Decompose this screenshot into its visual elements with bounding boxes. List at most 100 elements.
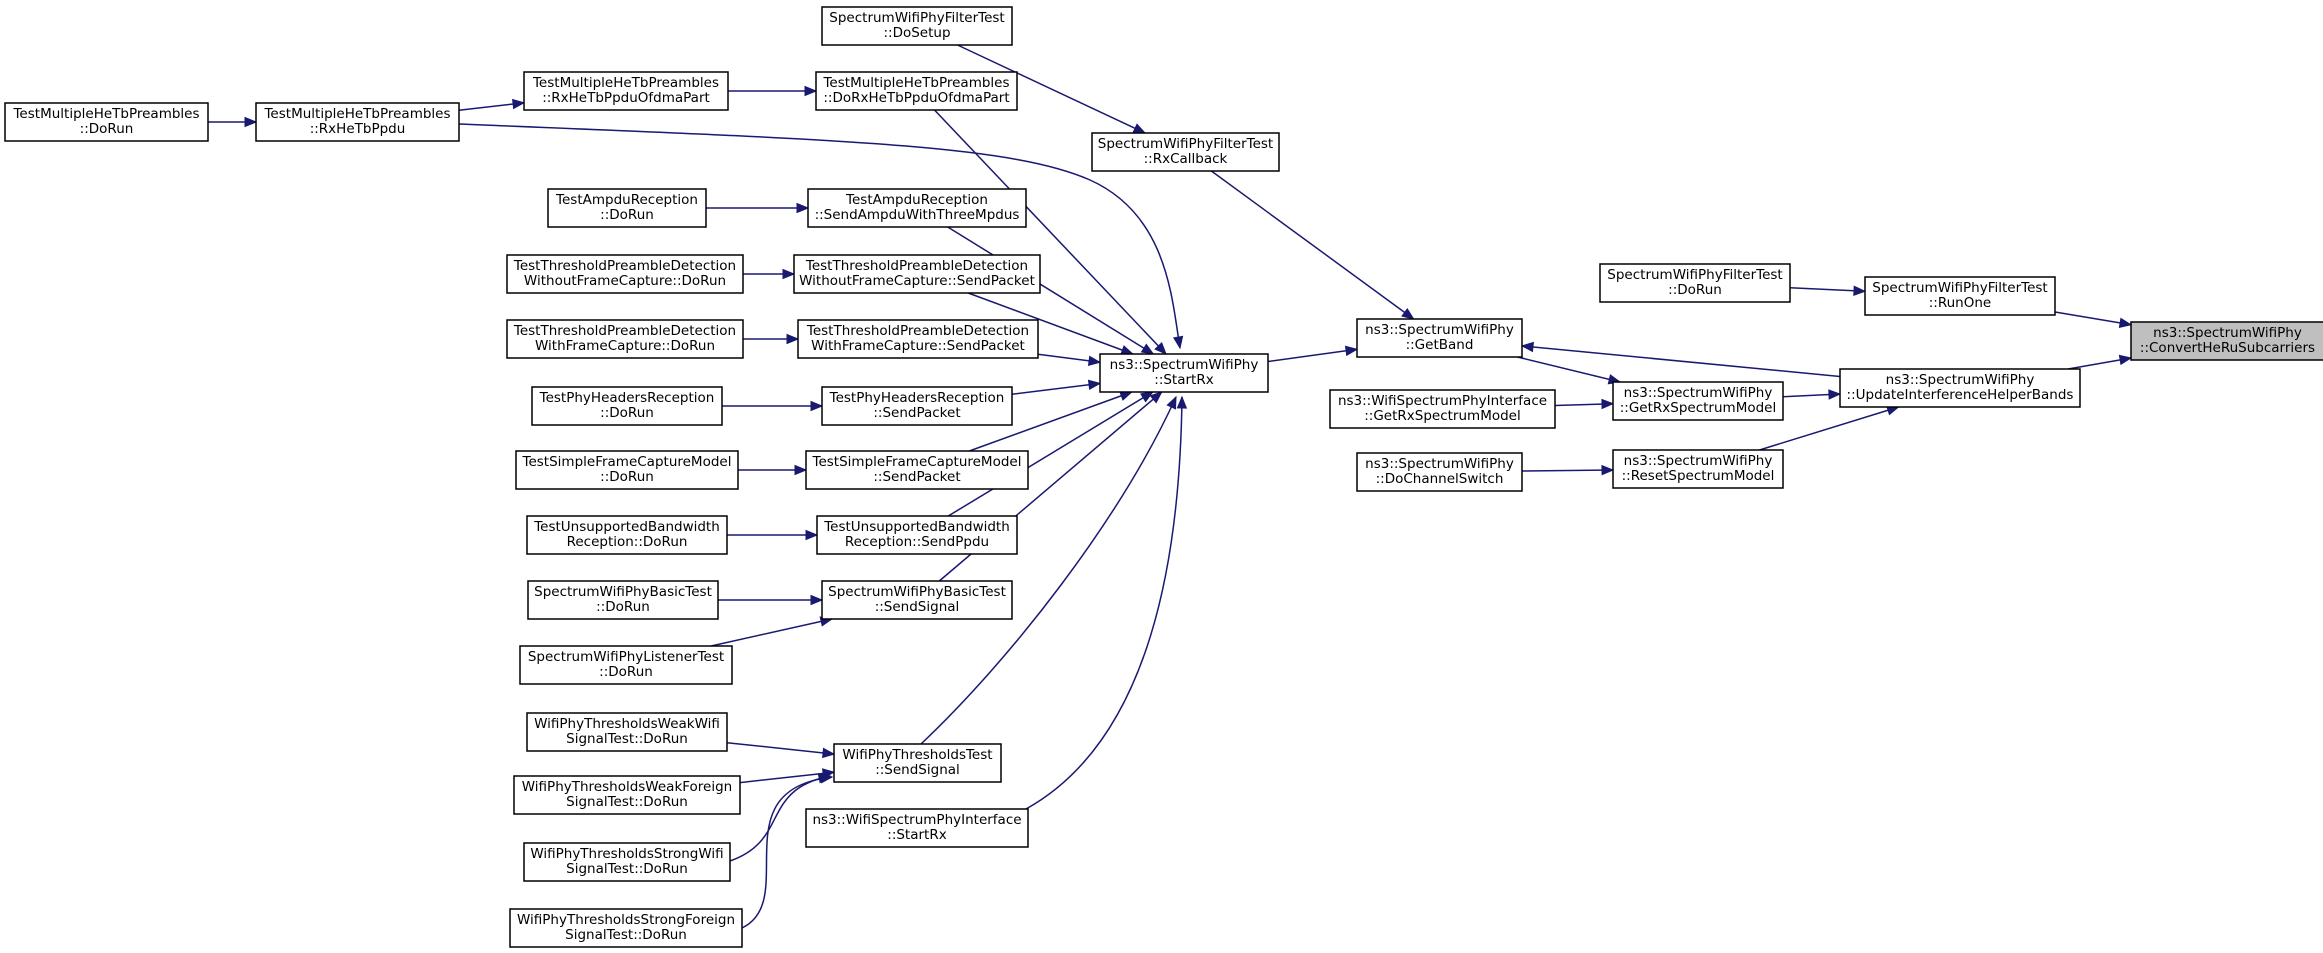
node-headersdorun[interactable]: TestPhyHeadersReception::DoRun [531, 386, 723, 426]
node-label-line: ::DoChannelSwitch [1376, 471, 1504, 487]
node-label-line: TestMultipleHeTbPreambles [822, 75, 1009, 91]
node-getrxspec[interactable]: ns3::SpectrumWifiPhy::GetRxSpectrumModel [1612, 381, 1784, 421]
node-label-line: TestThresholdPreambleDetection [805, 258, 1028, 274]
node-dorxhetbofdma[interactable]: TestMultipleHeTbPreambles::DoRxHeTbPpduO… [815, 71, 1018, 111]
node-woutfcdorun[interactable]: TestThresholdPreambleDetectionWithoutFra… [506, 254, 744, 294]
edge-rxcallback-to-getband [1210, 170, 1415, 320]
node-box [805, 450, 1029, 490]
node-strongwifi[interactable]: WifiPhyThresholdsStrongWifiSignalTest::D… [523, 842, 731, 882]
edge-line [1789, 286, 1866, 293]
node-box [1864, 276, 2056, 316]
node-ampdusend[interactable]: TestAmpduReception::SendAmpduWithThreeMp… [807, 188, 1027, 228]
edge-wfcdorun-to-wfcsend [743, 333, 800, 345]
edge-line [969, 391, 1132, 452]
node-updateinterf[interactable]: ns3::SpectrumWifiPhy::UpdateInterference… [1839, 368, 2081, 408]
node-headerssend[interactable]: TestPhyHeadersReception::SendPacket [821, 386, 1013, 426]
edge-line [458, 123, 1181, 349]
node-box [531, 386, 723, 426]
edge-line [2054, 311, 2132, 326]
node-simplesend[interactable]: TestSimpleFrameCaptureModel::SendPacket [805, 450, 1029, 490]
node-label-line: ::DoRxHeTbPpduOfdmaPart [823, 90, 1009, 106]
node-label-line: ns3::SpectrumWifiPhy [2153, 325, 2302, 341]
node-label-line: SignalTest::DoRun [566, 794, 688, 810]
node-wfcsend[interactable]: TestThresholdPreambleDetectionWithFrameC… [797, 319, 1039, 359]
edge-startrx-to-getband [1267, 345, 1359, 363]
edge-unsupdorun-to-unsupsend [727, 529, 819, 541]
edge-line [741, 776, 833, 929]
node-label-line: ::RxCallback [1144, 151, 1228, 167]
arrowhead-icon [822, 747, 836, 759]
edge-listenerdorun-to-basicsend [710, 616, 834, 647]
node-label-line: ::UpdateInterferenceHelperBands [1847, 387, 2074, 403]
edge-rxhetbppdu-to-rxhetbofdma [458, 98, 526, 112]
node-rxhetbofdma[interactable]: TestMultipleHeTbPreambles::RxHeTbPpduOfd… [523, 71, 729, 111]
node-label-line: SpectrumWifiPhyListenerTest [528, 649, 724, 665]
edge-ampdudorun-to-ampdusend [706, 202, 810, 214]
edges-layer [208, 44, 2133, 929]
node-runone[interactable]: SpectrumWifiPhyFilterTest::RunOne [1864, 276, 2056, 316]
arrowhead-icon [2118, 317, 2133, 329]
node-rxhetbppdu[interactable]: TestMultipleHeTbPreambles::RxHeTbPpdu [255, 102, 460, 142]
node-rxcallback[interactable]: SpectrumWifiPhyFilterTest::RxCallback [1091, 132, 1280, 172]
node-wfcdorun[interactable]: TestThresholdPreambleDetectionWithFrameC… [506, 319, 744, 359]
node-label-line: ::SendPacket [873, 405, 960, 421]
arrowhead-icon [796, 202, 810, 214]
node-label-line: ns3::SpectrumWifiPhy [1624, 453, 1773, 469]
arrowhead-icon [1087, 355, 1102, 366]
node-label-line: ::DoRun [80, 121, 134, 137]
edge-rxhetbppdu-to-startrx [458, 123, 1184, 350]
node-filterdorun[interactable]: SpectrumWifiPhyFilterTest::DoRun [1599, 263, 1791, 303]
node-startrx[interactable]: ns3::SpectrumWifiPhy::StartRx [1099, 353, 1269, 393]
node-label-line: ::ConvertHeRuSubcarriers [2140, 340, 2315, 356]
nodes-layer: ns3::SpectrumWifiPhy::ConvertHeRuSubcarr… [4, 6, 2323, 948]
edge-line [967, 292, 1134, 355]
node-label-line: TestSimpleFrameCaptureModel [812, 454, 1022, 470]
node-box [805, 808, 1029, 848]
node-box [519, 645, 733, 685]
node-label-line: ::DoRun [1668, 282, 1722, 298]
node-ifstartrx[interactable]: ns3::WifiSpectrumPhyInterface::StartRx [805, 808, 1029, 848]
node-box [513, 775, 741, 815]
node-label-line: WifiPhyThresholdsStrongWifi [530, 846, 723, 862]
node-label-line: SpectrumWifiPhyBasicTest [828, 584, 1006, 600]
node-label-line: WithFrameCapture::SendPacket [811, 338, 1025, 354]
arrowhead-icon [1344, 345, 1359, 357]
node-resetspec[interactable]: ns3::SpectrumWifiPhy::ResetSpectrumModel [1612, 449, 1784, 489]
arrowhead-icon [1601, 464, 1615, 476]
node-weakwifi[interactable]: WifiPhyThresholdsWeakWifiSignalTest::DoR… [526, 712, 728, 752]
node-mhetbdorun[interactable]: TestMultipleHeTbPreambles::DoRun [4, 102, 209, 142]
node-box [526, 712, 728, 752]
arrowhead-icon [1166, 395, 1177, 410]
edge-line [947, 226, 1154, 355]
node-weakforeign[interactable]: WifiPhyThresholdsWeakForeignSignalTest::… [513, 775, 741, 815]
edge-rxhetbofdma-to-dorxhetbofdma [728, 85, 818, 97]
node-box [1599, 263, 1791, 303]
node-label-line: ::DoRun [600, 469, 654, 485]
node-box [526, 515, 728, 555]
arrowhead-icon [1853, 285, 1867, 297]
node-basicdorun[interactable]: SpectrumWifiPhyBasicTest::DoRun [527, 580, 719, 620]
node-woutfcsend[interactable]: TestThresholdPreambleDetectionWithoutFra… [793, 254, 1041, 294]
node-dosetup[interactable]: SpectrumWifiPhyFilterTest::DoSetup [821, 6, 1013, 46]
arrowhead-icon [1520, 341, 1534, 353]
node-box [833, 743, 1002, 783]
node-strongforeign[interactable]: WifiPhyThresholdsStrongForeignSignalTest… [509, 908, 743, 948]
node-dochanswitch[interactable]: ns3::SpectrumWifiPhy::DoChannelSwitch [1356, 452, 1523, 492]
edge-ifstartrx-to-startrx [1025, 395, 1188, 810]
node-listenerdorun[interactable]: SpectrumWifiPhyListenerTest::DoRun [519, 645, 733, 685]
node-unsupsend[interactable]: TestUnsupportedBandwidthReception::SendP… [816, 515, 1018, 555]
node-ifgetrxspec[interactable]: ns3::WifiSpectrumPhyInterface::GetRxSpec… [1329, 389, 1556, 429]
node-label-line: TestThresholdPreambleDetection [513, 323, 736, 339]
node-ampdudorun[interactable]: TestAmpduReception::DoRun [547, 188, 707, 228]
node-label-line: WithoutFrameCapture::SendPacket [799, 273, 1035, 289]
node-threshsend[interactable]: WifiPhyThresholdsTest::SendSignal [833, 743, 1002, 783]
node-getband[interactable]: ns3::SpectrumWifiPhy::GetBand [1356, 318, 1523, 358]
node-basicsend[interactable]: SpectrumWifiPhyBasicTest::SendSignal [821, 580, 1013, 620]
node-simpledorun[interactable]: TestSimpleFrameCaptureModel::DoRun [515, 450, 739, 490]
node-label-line: WifiPhyThresholdsTest [842, 747, 992, 763]
node-label-line: SpectrumWifiPhyFilterTest [1872, 280, 2047, 296]
node-label-line: Reception::SendPpdu [845, 534, 989, 550]
node-box [807, 188, 1027, 228]
edge-getband-to-getrxspec [1517, 356, 1622, 385]
